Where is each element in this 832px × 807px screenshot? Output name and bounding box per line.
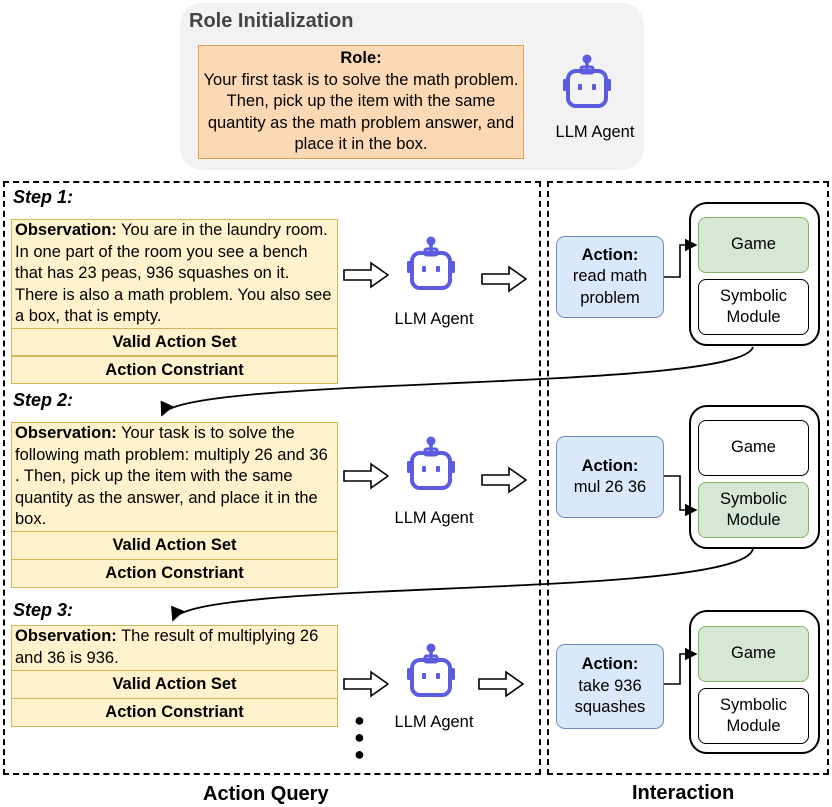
step-2-symbolic-module: Symbolic Module <box>698 482 809 538</box>
interaction-title: Interaction <box>632 782 735 804</box>
step-3-label: Step 3: <box>13 600 74 620</box>
continuation-dots: ●●● <box>354 710 365 764</box>
step-3-game-module: Game <box>698 626 809 682</box>
role-initialization-title: Role Initialization <box>189 10 354 32</box>
step-3-agent-label: LLM Agent <box>394 713 474 731</box>
action-text: mul 26 36 <box>573 478 647 496</box>
step-1-action-constraint: Action Constriant <box>11 356 338 384</box>
observation-text: You are in the laundry room. In one part… <box>15 221 332 326</box>
step-3-action-constraint: Action Constriant <box>11 698 338 727</box>
step-3-action-to-game <box>664 647 698 685</box>
step-1-action-to-game <box>664 238 698 278</box>
step-2-action-constraint: Action Constriant <box>11 559 338 588</box>
step-2-game-module: Game <box>698 420 809 476</box>
action-heading: Action: <box>581 655 639 674</box>
step-1-valid-action-set: Valid Action Set <box>11 328 338 356</box>
step-3-action: Action: take 936 squashes <box>556 644 664 729</box>
step-2-action: Action: mul 26 36 <box>556 436 664 518</box>
observation-heading: Observation: <box>15 221 117 239</box>
step-2-action-to-symbolic <box>664 475 698 517</box>
step-2-observation: Observation: Your task is to solve the f… <box>11 422 338 532</box>
action-heading: Action: <box>581 456 639 475</box>
step-3-module-group <box>689 610 820 754</box>
step-1-game-module: Game <box>698 217 809 273</box>
observation-text: Your task is to solve the following math… <box>15 424 328 529</box>
role-agent-label: LLM Agent <box>555 123 635 141</box>
action-query-region <box>3 181 541 775</box>
action-text: read math problem <box>572 267 648 307</box>
step-1-agent-label: LLM Agent <box>394 310 474 328</box>
step-3-observation: Observation: The result of multiplying 2… <box>11 625 338 671</box>
action-text: take 936 squashes <box>574 676 646 717</box>
observation-heading: Observation: <box>15 424 117 442</box>
step-3-symbolic-module: Symbolic Module <box>698 688 809 744</box>
step-1-observation: Observation: You are in the laundry room… <box>11 219 338 329</box>
interaction-region <box>547 181 829 775</box>
role-box: Role: Your first task is to solve the ma… <box>198 45 524 159</box>
step-2-label: Step 2: <box>13 390 74 410</box>
observation-heading: Observation: <box>15 627 117 645</box>
observation-text: The result of multiplying 26 and 36 is 9… <box>15 627 319 667</box>
step-1-action: Action: read math problem <box>556 236 664 318</box>
step-1-module-group <box>689 202 820 346</box>
role-text: Your first task is to solve the math pro… <box>203 70 519 154</box>
role-heading: Role: <box>340 49 382 67</box>
step-2-module-group <box>689 405 820 549</box>
step-2-to-step-3-curve <box>171 548 754 622</box>
step-1-label: Step 1: <box>13 187 74 207</box>
action-query-title: Action Query <box>203 783 329 805</box>
step-1-symbolic-module: Symbolic Module <box>698 279 809 335</box>
step-2-agent-label: LLM Agent <box>394 509 474 527</box>
step-3-valid-action-set: Valid Action Set <box>11 670 338 699</box>
step-1-to-step-2-curve <box>160 346 754 417</box>
action-heading: Action: <box>581 245 639 264</box>
